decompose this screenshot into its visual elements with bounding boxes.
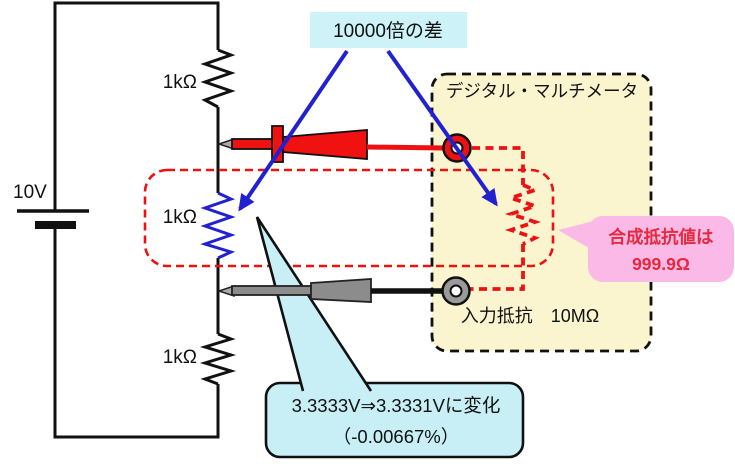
combined-resistance-callout-pointer bbox=[558, 221, 594, 251]
red-probe-cable bbox=[366, 144, 446, 151]
red-probe-shaft bbox=[231, 138, 276, 150]
arrow-to-internal-resistor bbox=[386, 49, 498, 207]
internal-lead-bottom bbox=[470, 244, 525, 291]
multimeter-box bbox=[430, 72, 653, 353]
multimeter-internal-resistor bbox=[470, 146, 542, 291]
internal-resistor-zigzag bbox=[504, 183, 542, 246]
circuit-wires bbox=[53, 1, 220, 439]
combined-resistance-text-line2: 999.9Ω bbox=[632, 254, 690, 274]
resistor-bottom-label: 1kΩ bbox=[163, 347, 197, 368]
resistor-bottom bbox=[199, 332, 237, 386]
voltage-change-callout-pointer bbox=[255, 216, 373, 392]
resistor-middle-label: 1kΩ bbox=[163, 207, 197, 228]
voltage-change-text-line2: （-0.00667%） bbox=[333, 426, 459, 447]
resistor-top-label: 1kΩ bbox=[163, 72, 197, 93]
resistor-top bbox=[200, 48, 236, 109]
input-resistance-label: 入力抵抗 10MΩ bbox=[461, 306, 599, 326]
battery-voltage-label: 10V bbox=[13, 182, 47, 203]
difference-label-box bbox=[310, 12, 467, 48]
combined-resistance-callout-box bbox=[588, 216, 734, 282]
red-probe-body bbox=[282, 129, 368, 160]
black-jack-hole bbox=[449, 284, 463, 298]
internal-lead-top bbox=[472, 146, 525, 185]
resistor-middle-blue bbox=[200, 191, 236, 260]
arrow-to-blue-resistor bbox=[238, 49, 349, 212]
voltage-change-callout-box bbox=[264, 381, 525, 459]
combined-resistance-outline bbox=[143, 168, 555, 268]
battery-symbol bbox=[17, 209, 89, 229]
combined-resistance-text-line1: 合成抵抗値は bbox=[609, 227, 714, 247]
voltage-change-text-line1: 3.3333V⇒3.3331Vに変化 bbox=[292, 395, 501, 416]
multimeter-title: デジタル・マルチメータ bbox=[446, 81, 638, 101]
black-probe bbox=[216, 276, 471, 306]
black-probe-body bbox=[310, 278, 372, 303]
black-probe-shaft bbox=[231, 285, 313, 296]
difference-label: 10000倍の差 bbox=[333, 20, 443, 42]
